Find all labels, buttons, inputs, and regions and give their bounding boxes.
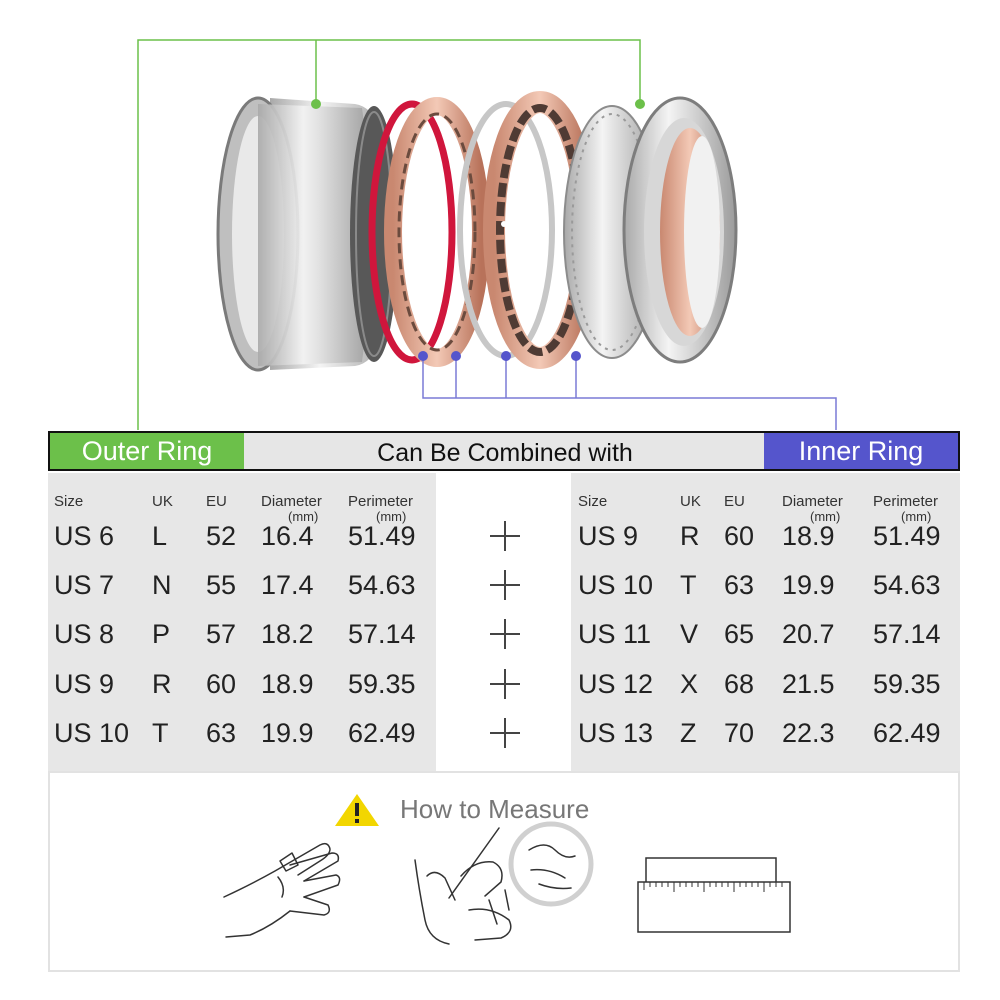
inner-ring-marker (501, 351, 511, 361)
table-cell-eu: 63 (206, 718, 237, 748)
table-cell-diameter: 18.2 (261, 619, 314, 649)
table-cell-size: US 13 (578, 718, 654, 748)
table-cell-diameter: 20.7 (782, 619, 835, 649)
table-cell-eu: 63 (724, 570, 755, 600)
table-cell-size: US 8 (54, 619, 115, 649)
ring-set-illustration (137, 39, 837, 430)
table-cell-perimeter: 57.14 (348, 619, 416, 649)
column-header-uk: UK (152, 493, 173, 510)
column-header-eu: EU (206, 493, 227, 510)
table-cell-diameter: 17.4 (261, 570, 314, 600)
table-cell-eu: 65 (724, 619, 755, 649)
column-header-size: Size (54, 493, 84, 510)
column-header-perimeter: Perimeter (873, 493, 939, 510)
plus-icon (490, 669, 520, 699)
table-cell-uk: P (152, 619, 171, 649)
how-to-measure-title: How to Measure (400, 794, 590, 824)
table-cell-uk: T (152, 718, 169, 748)
table-cell-perimeter: 57.14 (873, 619, 941, 649)
how-to-measure-section (48, 771, 960, 972)
table-cell-eu: 70 (724, 718, 755, 748)
table-cell-perimeter: 51.49 (348, 521, 416, 551)
table-cell-eu: 55 (206, 570, 237, 600)
inner-ring-red (368, 100, 456, 364)
table-cell-diameter: 18.9 (261, 669, 314, 699)
outer-ring-label: Outer Ring (50, 433, 244, 469)
combined-with-label: Can Be Combined with (377, 439, 633, 467)
outer-ring-bevel-silver (622, 96, 738, 364)
table-cell-eu: 60 (724, 521, 755, 551)
ruler-icon (637, 857, 791, 933)
table-cell-diameter: 18.9 (782, 521, 835, 551)
inner-ring-marker (418, 351, 428, 361)
inner-ring-marker (571, 351, 581, 361)
column-header-size: Size (578, 493, 608, 510)
table-cell-perimeter: 62.49 (348, 718, 416, 748)
table-cell-diameter: 19.9 (261, 718, 314, 748)
table-cell-diameter: 21.5 (782, 669, 835, 699)
column-header-diameter: Diameter (782, 493, 843, 510)
table-cell-diameter: 22.3 (782, 718, 835, 748)
outer-ring-size-table: Size UK EU Diameter (mm) Perimeter (mm) … (48, 473, 436, 771)
table-cell-diameter: 16.4 (261, 521, 314, 551)
hand-icon (223, 842, 341, 938)
table-cell-uk: R (680, 521, 700, 551)
table-cell-uk: T (680, 570, 697, 600)
hand-measuring-icon (414, 821, 594, 945)
outer-ring-marker (635, 99, 645, 109)
table-cell-uk: V (680, 619, 699, 649)
table-cell-perimeter: 54.63 (873, 570, 941, 600)
table-cell-size: US 7 (54, 570, 115, 600)
table-cell-uk: L (152, 521, 168, 551)
table-cell-size: US 10 (578, 570, 654, 600)
column-header-uk: UK (680, 493, 701, 510)
table-cell-size: US 11 (578, 619, 652, 649)
column-unit-perimeter: (mm) (901, 509, 932, 524)
table-cell-size: US 12 (578, 669, 654, 699)
inner-ring-leader-line (422, 356, 837, 430)
outer-ring-leader-line (137, 39, 641, 430)
table-cell-size: US 9 (54, 669, 115, 699)
warning-icon (335, 794, 379, 826)
inner-ring-size-table: Size UK EU Diameter (mm) Perimeter (mm) … (571, 473, 960, 771)
plus-icon (490, 619, 520, 649)
inner-ring-marker (451, 351, 461, 361)
column-unit-diameter: (mm) (288, 509, 319, 524)
table-cell-uk: Z (680, 718, 697, 748)
outer-ring-marker (311, 99, 321, 109)
table-cell-size: US 6 (54, 521, 115, 551)
table-cell-perimeter: 54.63 (348, 570, 416, 600)
table-cell-eu: 57 (206, 619, 237, 649)
column-unit-perimeter: (mm) (376, 509, 407, 524)
column-header-perimeter: Perimeter (348, 493, 414, 510)
column-unit-diameter: (mm) (810, 509, 841, 524)
column-header-diameter: Diameter (261, 493, 322, 510)
table-cell-eu: 52 (206, 521, 237, 551)
plus-icon (490, 570, 520, 600)
table-cell-eu: 68 (724, 669, 755, 699)
size-table-header: Outer Ring Can Be Combined with Inner Ri… (48, 431, 960, 471)
plus-icon (490, 521, 520, 551)
table-cell-uk: N (152, 570, 172, 600)
table-cell-size: US 10 (54, 718, 130, 748)
table-cell-size: US 9 (578, 521, 639, 551)
plus-icon (490, 718, 520, 748)
table-cell-perimeter: 59.35 (348, 669, 416, 699)
table-cell-perimeter: 51.49 (873, 521, 941, 551)
column-header-eu: EU (724, 493, 745, 510)
inner-ring-rose-infinity (384, 97, 490, 367)
table-cell-uk: R (152, 669, 172, 699)
table-cell-eu: 60 (206, 669, 237, 699)
table-cell-perimeter: 62.49 (873, 718, 941, 748)
table-cell-perimeter: 59.35 (873, 669, 941, 699)
inner-ring-label: Inner Ring (764, 433, 958, 469)
table-cell-diameter: 19.9 (782, 570, 835, 600)
table-cell-uk: X (680, 669, 699, 699)
